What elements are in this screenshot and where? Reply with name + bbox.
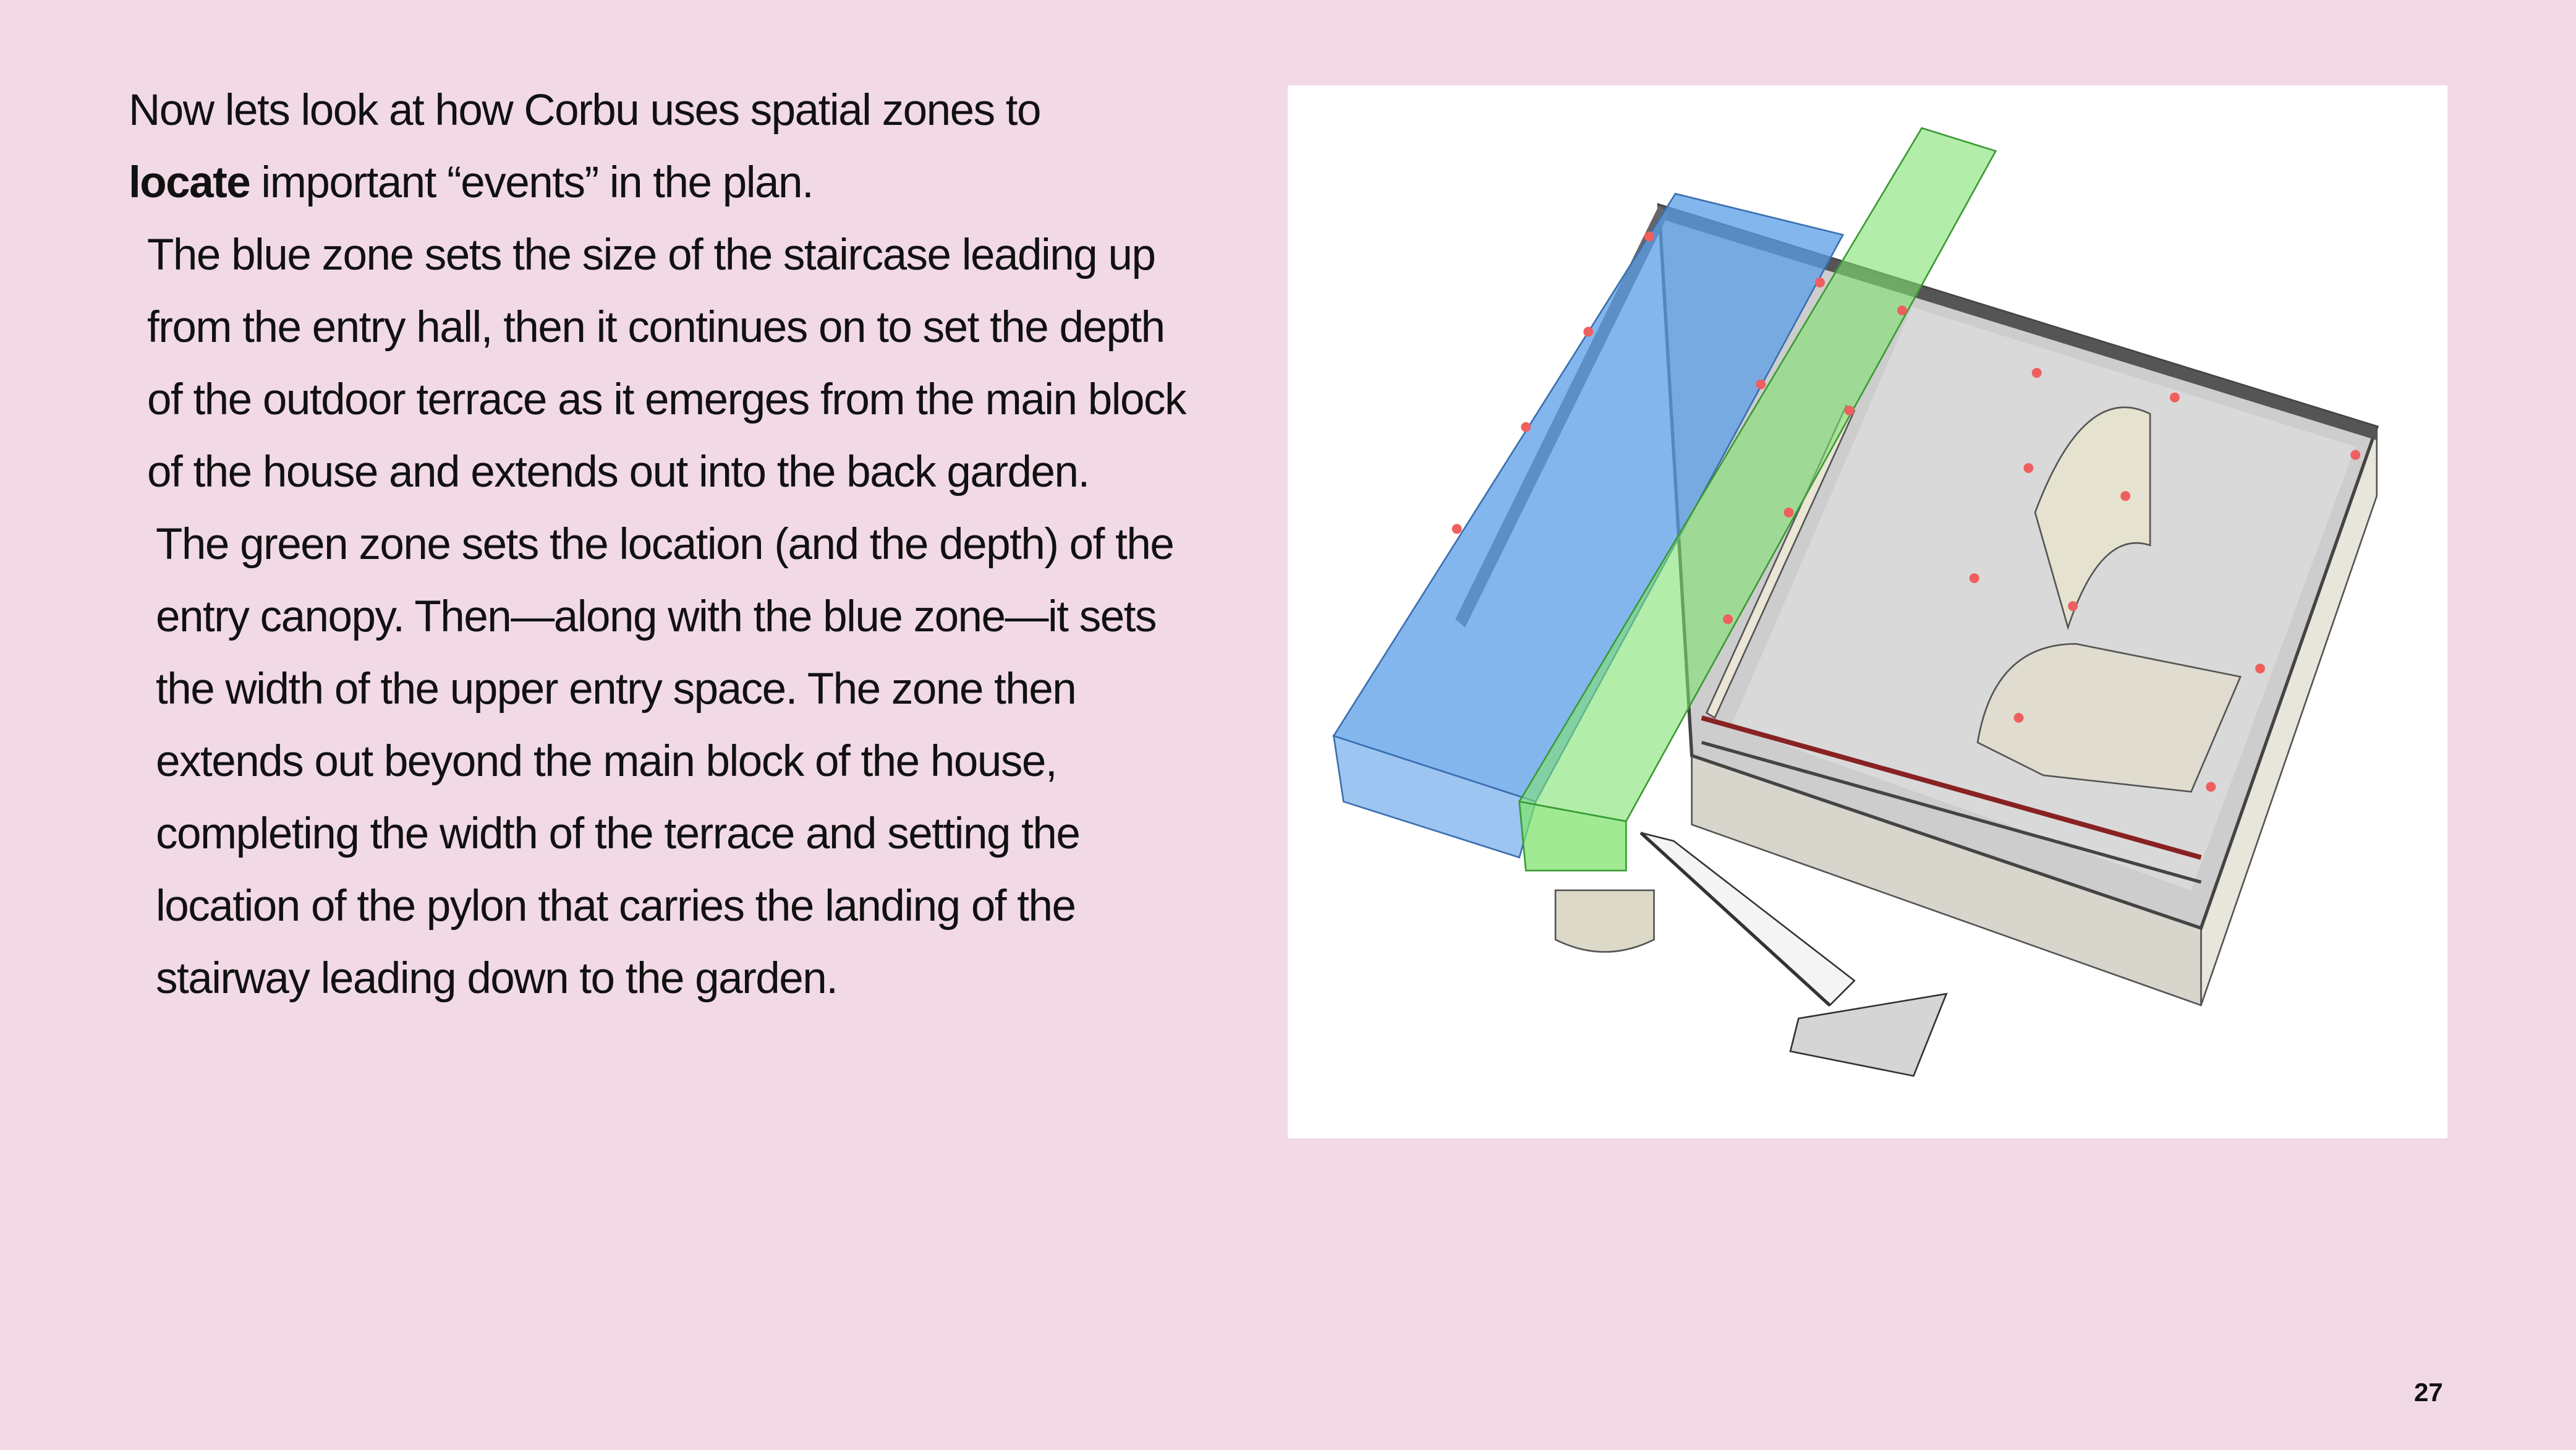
green-zone-front — [1518, 800, 1627, 872]
intro-line: Now lets look at how Corbu uses spatial … — [129, 86, 1042, 135]
house-axonometric-figure — [1288, 85, 2447, 1138]
paragraph-green-zone: The green zone sets the location (and th… — [156, 520, 1175, 1003]
curved-wall-2 — [1976, 642, 2242, 793]
villa-model-illustration — [1332, 127, 2379, 1077]
intro-rest: important “events” in the plan. — [250, 158, 814, 207]
stair-landing — [1789, 992, 1948, 1077]
paragraph-intro: Now lets look at how Corbu uses spatial … — [129, 74, 1241, 219]
pylon — [1554, 889, 1655, 953]
curved-wall — [2034, 406, 2151, 631]
railing-2 — [1701, 741, 2202, 884]
paragraph-blue-zone: The blue zone sets the size of the stair… — [147, 231, 1187, 497]
emphasis-locate: locate — [129, 158, 251, 207]
wall-back — [1659, 205, 2377, 440]
page-number: 27 — [2414, 1378, 2443, 1407]
body-text: Now lets look at how Corbu uses spatial … — [129, 74, 1241, 1015]
stair-rail — [1639, 831, 1831, 1007]
railing — [1701, 715, 2202, 860]
column-markers — [1452, 231, 2361, 792]
